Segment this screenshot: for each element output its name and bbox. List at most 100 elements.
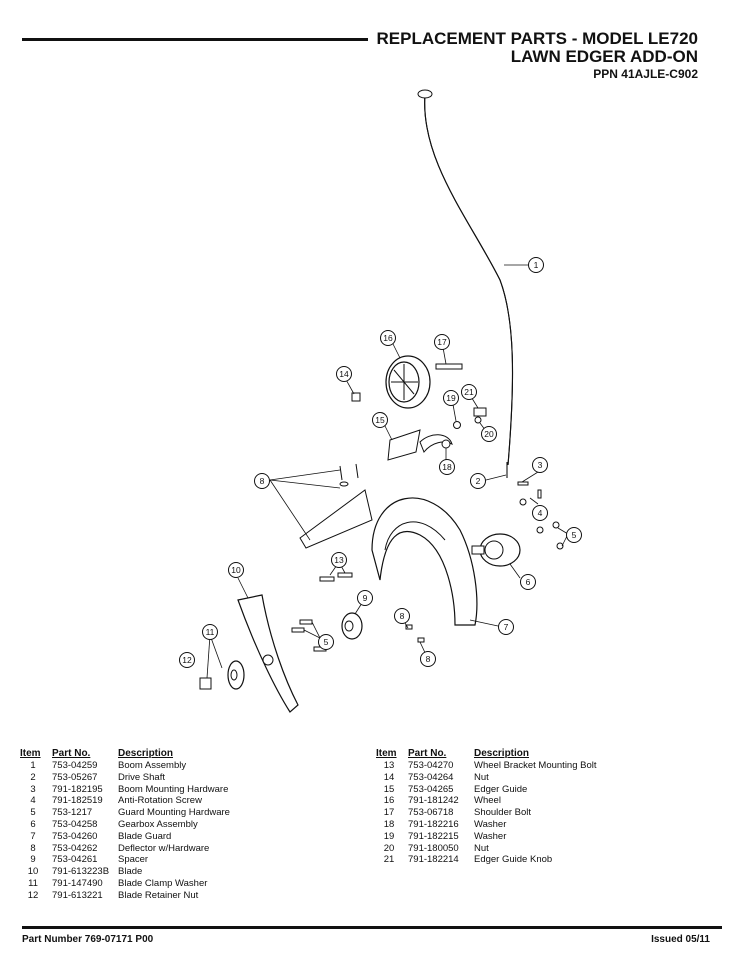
item-cell: 4 — [30, 795, 36, 807]
gearbox-assembly — [471, 533, 521, 567]
description-cell: Boom Assembly — [118, 760, 187, 771]
description-cell: Nut — [474, 771, 489, 783]
item-cell: 5 — [30, 807, 36, 819]
header-rule — [22, 38, 368, 41]
callout-8a: 8 — [254, 473, 270, 489]
col-part-no: Part No. — [52, 748, 91, 759]
col-item: Item — [376, 748, 397, 759]
description-cell: Wheel Bracket Mounting Bolt — [474, 760, 597, 771]
item-cell: 12 — [27, 889, 39, 901]
item-cell: 16 — [383, 795, 395, 807]
part-no-cell: 753-04265 — [408, 783, 454, 795]
item-cell: 18 — [383, 818, 395, 830]
description-cell: Drive Shaft — [118, 771, 165, 783]
item-cell: 17 — [383, 807, 395, 819]
svg-text:13: 13 — [334, 555, 344, 565]
callout-13: 13 — [331, 552, 347, 568]
part-no-cell: 791-180050 — [408, 842, 459, 854]
part-no-cell: 791-613221 — [52, 889, 103, 901]
callout-4: 4 — [532, 505, 548, 521]
item-cell: 6 — [30, 818, 36, 830]
description-cell: Guard Mounting Hardware — [118, 807, 230, 819]
title-model: REPLACEMENT PARTS - MODEL LE720 — [376, 29, 698, 48]
part-no-cell: 753-04258 — [52, 818, 98, 830]
shoulder-bolt — [435, 363, 463, 370]
nut-14 — [351, 392, 361, 402]
callout-7: 7 — [498, 619, 514, 635]
description-cell: Deflector w/Hardware — [118, 842, 210, 854]
callout-5a: 5 — [318, 634, 334, 650]
col-part-no: Part No. — [408, 748, 447, 759]
description-cell: Edger Guide Knob — [474, 854, 553, 866]
svg-text:12: 12 — [182, 655, 192, 665]
col-description: Description — [118, 748, 174, 759]
part-no-cell: 753-04262 — [52, 842, 98, 854]
footer-rule — [22, 926, 722, 929]
part-no-cell: 791-182216 — [408, 818, 459, 830]
item-cell: 8 — [30, 842, 36, 854]
callout-17: 17 — [434, 334, 450, 350]
item-cell: 11 — [28, 877, 38, 889]
svg-text:18: 18 — [442, 462, 452, 472]
description-cell: Boom Mounting Hardware — [118, 783, 229, 795]
svg-text:1: 1 — [534, 260, 539, 270]
description-cell: Spacer — [118, 854, 149, 866]
callout-10: 10 — [228, 562, 244, 578]
description-cell: Blade Guard — [118, 830, 172, 842]
description-cell: Blade — [118, 866, 143, 878]
svg-text:10: 10 — [231, 565, 241, 575]
svg-text:16: 16 — [383, 333, 393, 343]
description-cell: Edger Guide — [474, 783, 528, 795]
edger-guide — [387, 429, 421, 461]
blade-guard — [371, 497, 478, 626]
part-no-cell: 753-04261 — [52, 854, 98, 866]
callout-18: 18 — [439, 459, 455, 475]
table-row: 8 753-04262 Deflector w/Hardware — [20, 843, 230, 855]
svg-text:20: 20 — [484, 429, 494, 439]
callout-8b: 8 — [394, 608, 410, 624]
callout-8c: 8 — [420, 651, 436, 667]
svg-text:7: 7 — [504, 622, 509, 632]
callout-20: 20 — [481, 426, 497, 442]
item-cell: 2 — [30, 771, 36, 783]
svg-text:15: 15 — [375, 415, 385, 425]
callout-11: 11 — [202, 624, 218, 640]
item-cell: 7 — [30, 830, 36, 842]
description-cell: Wheel — [474, 795, 501, 807]
description-cell: Blade Clamp Washer — [118, 877, 208, 889]
blade — [237, 594, 299, 713]
description-cell: Washer — [474, 830, 507, 842]
part-no-cell: 791-182215 — [408, 830, 459, 842]
col-description: Description — [474, 748, 530, 759]
description-cell: Washer — [474, 818, 507, 830]
edger-guide-knob — [473, 407, 487, 417]
svg-text:14: 14 — [339, 369, 349, 379]
svg-text:11: 11 — [206, 627, 215, 637]
table-row: 9 753-04261 Spacer — [20, 854, 230, 866]
nut-20 — [474, 416, 482, 424]
blade-clamp-washer — [227, 660, 245, 690]
item-cell: 9 — [30, 854, 36, 866]
item-cell: 1 — [30, 760, 36, 771]
item-cell: 10 — [27, 866, 39, 878]
part-no-cell: 791-182519 — [52, 795, 103, 807]
part-no-cell: 753-04270 — [408, 760, 454, 771]
part-no-cell: 791-613223B — [52, 866, 110, 878]
callout-16: 16 — [380, 330, 396, 346]
callout-3: 3 — [532, 457, 548, 473]
part-no-cell: 753-04260 — [52, 830, 98, 842]
part-no-cell: 753-06718 — [408, 807, 454, 819]
svg-text:6: 6 — [526, 577, 531, 587]
part-no-cell: 791-182195 — [52, 783, 103, 795]
part-no-cell: 791-181242 — [408, 795, 459, 807]
col-item: Item — [20, 748, 41, 759]
